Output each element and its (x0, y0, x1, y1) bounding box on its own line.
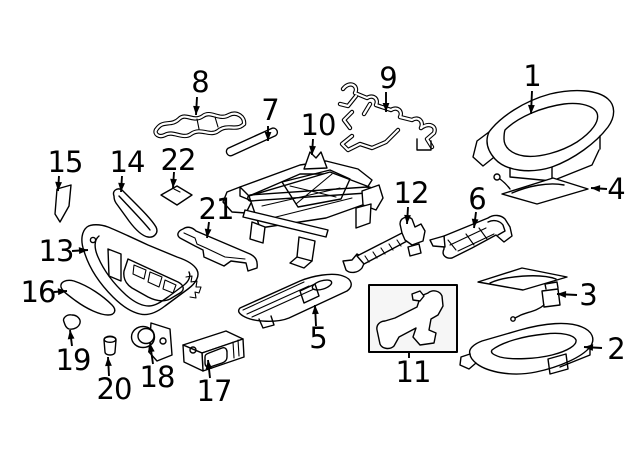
part-10-seat-adjuster-frame-drawing (222, 151, 384, 269)
callout-10: 10 (301, 108, 336, 156)
part-6-support-bracket-drawing (429, 214, 513, 259)
part-2-seat-cushion-pad-drawing (459, 322, 594, 375)
callout-arrowhead (67, 330, 75, 340)
callout-number: 22 (161, 143, 196, 177)
callout-16: 16 (21, 275, 68, 309)
part-16-finish-trim-drawing (60, 279, 116, 316)
callout-9: 9 (379, 61, 398, 112)
callout-21: 21 (199, 192, 234, 239)
callout-arrowhead (57, 288, 67, 296)
callout-number: 13 (39, 234, 74, 268)
callout-arrowhead (309, 145, 316, 155)
part-13-side-shield-drawing (81, 224, 202, 316)
callout-arrowhead (471, 218, 479, 228)
callout-2: 2 (583, 332, 626, 366)
part-1-seat-cushion-cover-drawing (472, 89, 615, 182)
callout-number: 19 (56, 343, 91, 377)
callout-1: 1 (523, 59, 542, 115)
part-14-trim-cover-drawing (112, 188, 158, 238)
callout-number: 5 (309, 321, 326, 355)
part-8-wiring-harness-drawing (153, 111, 247, 139)
part-20-bushing-drawing (103, 335, 117, 356)
callout-number: 12 (394, 176, 429, 210)
callout-arrowhead (264, 132, 272, 141)
part-21-side-support-drawing (177, 226, 258, 272)
callout-number: 17 (197, 374, 232, 408)
callout-arrowhead (193, 105, 200, 115)
callout-20: 20 (97, 356, 132, 406)
part-18-knob-switch-drawing (130, 322, 173, 362)
callout-number: 7 (261, 93, 278, 127)
callout-number: 18 (140, 360, 175, 394)
callout-number: 6 (468, 182, 485, 216)
callout-arrowhead (312, 305, 319, 315)
callout-number: 9 (379, 61, 396, 95)
callout-number: 8 (191, 65, 208, 99)
callout-arrowhead (591, 185, 601, 192)
callout-19: 19 (56, 329, 91, 377)
part-9-wiring-harness-drawing (337, 82, 437, 153)
part-11-inset-box-drawing (368, 284, 458, 353)
callout-number: 16 (21, 275, 56, 309)
part-19-knob-cap-drawing (62, 314, 81, 330)
part-12-bracket-drawing (342, 216, 426, 274)
callout-number: 14 (110, 145, 145, 179)
callout-6: 6 (468, 182, 487, 229)
callout-12: 12 (394, 176, 429, 225)
callout-arrowhead (527, 104, 535, 114)
callout-7: 7 (261, 93, 280, 141)
callout-number: 2 (607, 332, 624, 366)
callout-arrowhead (404, 214, 411, 224)
callout-arrowhead (147, 343, 155, 353)
callout-8: 8 (191, 65, 210, 116)
callout-11: 11 (396, 352, 431, 389)
callout-number: 21 (199, 192, 234, 226)
part-7-rod-drawing (225, 127, 279, 157)
part-22-spacer-pad-drawing (160, 185, 193, 206)
callout-number: 20 (97, 372, 132, 406)
callout-arrowhead (382, 103, 390, 112)
part-5-seat-track-drawing (237, 273, 352, 329)
callout-4: 4 (590, 172, 626, 206)
callout-number: 15 (48, 145, 83, 179)
callout-5: 5 (309, 304, 328, 355)
callout-22: 22 (161, 143, 196, 189)
callout-3: 3 (556, 278, 598, 312)
callout-arrowhead (584, 344, 594, 351)
callout-number: 1 (523, 59, 540, 93)
callout-number: 4 (607, 172, 624, 206)
part-4-heater-pad-drawing (493, 173, 589, 205)
callout-arrowhead (118, 182, 125, 192)
callout-14: 14 (110, 145, 145, 193)
part-17-seat-switch-drawing (182, 330, 245, 372)
part-15-trim-piece-drawing (54, 184, 72, 223)
callout-arrowhead (170, 178, 177, 188)
callout-17: 17 (197, 359, 232, 408)
callout-18: 18 (140, 342, 175, 394)
callout-arrowhead (55, 181, 62, 191)
callout-number: 3 (579, 278, 596, 312)
callout-arrowhead (204, 228, 212, 238)
callout-13: 13 (39, 234, 89, 268)
callout-number: 11 (396, 355, 431, 389)
callout-arrowhead (557, 291, 567, 298)
part-drawings (54, 82, 615, 375)
callout-number: 10 (301, 108, 336, 142)
callout-arrowhead (78, 247, 88, 254)
callout-15: 15 (48, 145, 83, 192)
callout-arrowhead (205, 360, 213, 370)
part-3-occupant-sensor-drawing (477, 267, 568, 322)
callout-arrowhead (105, 357, 112, 367)
